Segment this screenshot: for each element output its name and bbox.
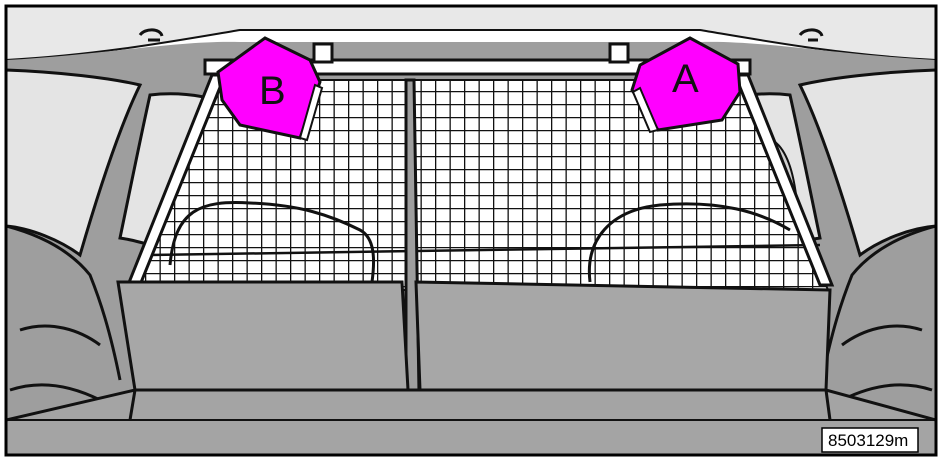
marker-a-label: A — [672, 57, 699, 101]
marker-b-label: B — [259, 69, 286, 113]
figure-code: 8503129m — [828, 431, 908, 450]
left-lower-panel — [118, 282, 408, 390]
right-lower-panel — [416, 282, 830, 390]
cargo-floor — [6, 390, 936, 455]
rail-clip-right — [610, 44, 628, 62]
rail-clip-left — [314, 44, 332, 62]
